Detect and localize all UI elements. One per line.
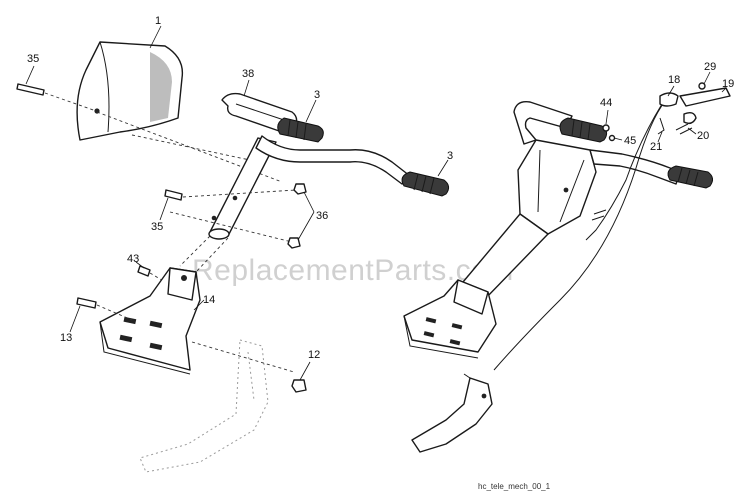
callout-35-lower: 35 — [151, 221, 163, 233]
callout-1: 1 — [155, 15, 161, 27]
lower-shield — [411, 373, 493, 453]
callout-36: 36 — [316, 210, 328, 222]
part-3-grip-upper — [277, 117, 324, 143]
grip-installed-lower — [667, 165, 714, 189]
part-21-clip — [657, 117, 665, 135]
part-12-nut — [291, 379, 307, 393]
part-36-nut-lower — [287, 237, 301, 249]
part-35-bolt-lower — [164, 189, 297, 243]
callouts: 1 35 38 3 3 35 36 43 14 13 12 44 45 18 2… — [25, 15, 734, 381]
part-29-screw — [698, 82, 706, 90]
callout-38: 38 — [242, 68, 254, 80]
callout-45: 45 — [624, 135, 636, 147]
part-3-grip-lower — [401, 171, 450, 197]
callout-3-lower: 3 — [447, 150, 453, 162]
handle-assembly-installed — [403, 101, 681, 359]
callout-14: 14 — [203, 294, 215, 306]
callout-21: 21 — [650, 141, 662, 153]
callout-13: 13 — [60, 332, 72, 344]
throttle-cable-2 — [585, 103, 663, 241]
part-36-nut-upper — [293, 183, 307, 195]
callout-35-top: 35 — [27, 53, 39, 65]
part-20-spring — [675, 111, 697, 135]
grip-installed-upper — [559, 117, 608, 143]
part-38-handlebar — [208, 92, 411, 240]
part-18-cable-end — [659, 92, 679, 107]
callout-19: 19 — [722, 78, 734, 90]
throttle-cable — [493, 99, 667, 371]
part-35-bolt-top — [16, 83, 97, 112]
part-13-bolt — [76, 297, 133, 321]
callout-29: 29 — [704, 61, 716, 73]
callout-20: 20 — [697, 130, 709, 142]
callout-44: 44 — [600, 97, 612, 109]
callout-18: 18 — [668, 74, 680, 86]
callout-12: 12 — [308, 349, 320, 361]
part-19-lever — [679, 87, 731, 107]
part-1-cover — [76, 41, 184, 141]
drawing-code: hc_tele_mech_00_1 — [478, 482, 551, 491]
callout-3-upper: 3 — [314, 89, 320, 101]
part-14-bracket — [99, 267, 201, 375]
tiller-frame-outline — [139, 339, 295, 473]
callout-43: 43 — [127, 253, 139, 265]
